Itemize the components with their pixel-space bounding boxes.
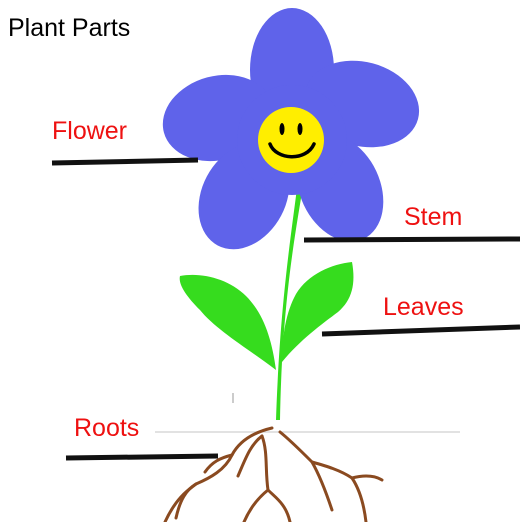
leaves-label: Leaves (383, 293, 464, 322)
flower-label: Flower (52, 117, 127, 146)
diagram-title: Plant Parts (8, 14, 130, 43)
right-eye (298, 123, 303, 135)
smiley-face (258, 107, 324, 173)
leaves-answer-line (322, 327, 520, 334)
left-eye (280, 123, 285, 135)
roots-answer-line (66, 456, 218, 458)
roots-label: Roots (74, 414, 139, 443)
roots (165, 428, 382, 522)
flower-answer-line (52, 160, 198, 163)
stem-label: Stem (404, 203, 462, 232)
stem-answer-line (304, 239, 520, 240)
left-leaf (180, 275, 276, 370)
right-leaf (282, 262, 353, 362)
face-circle (258, 107, 324, 173)
